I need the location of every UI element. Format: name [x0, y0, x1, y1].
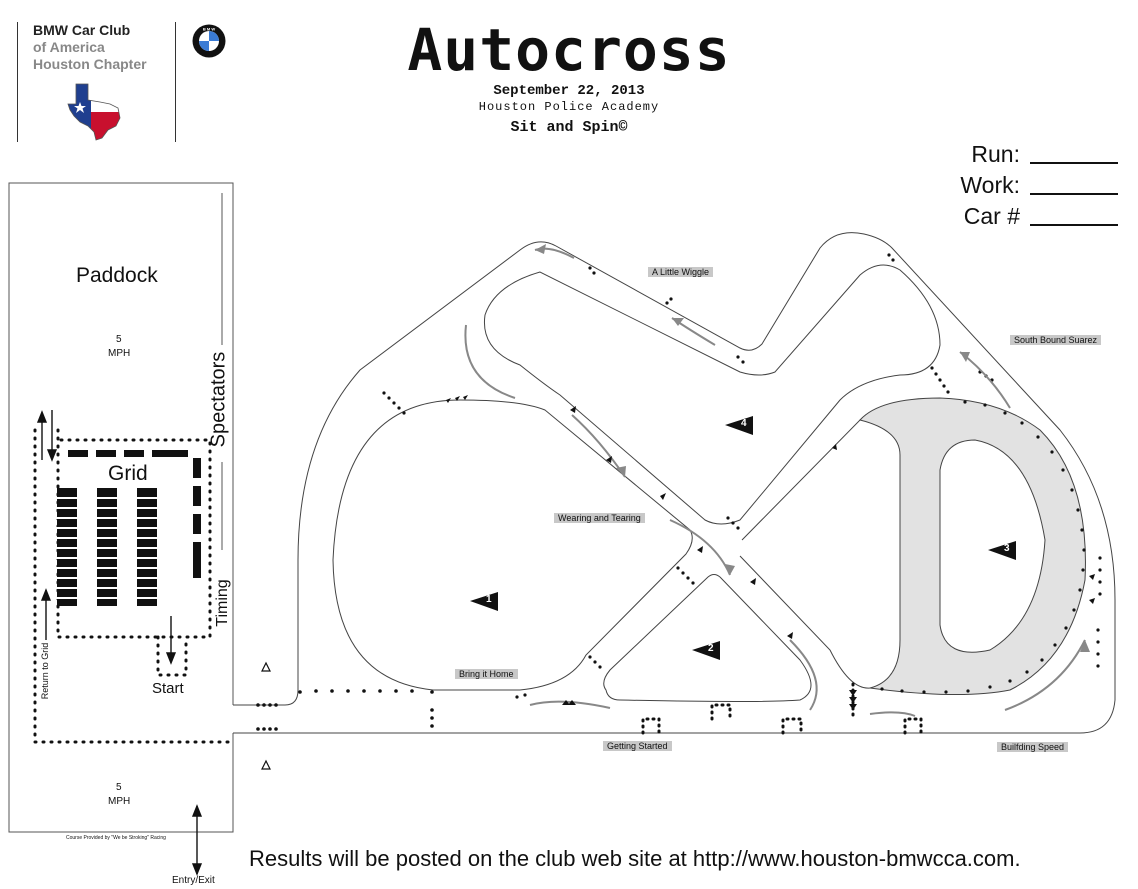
- paddock-outline: [8, 182, 234, 833]
- station-4-marker: [725, 416, 753, 435]
- start-label: Start: [152, 680, 184, 697]
- box-elements: [641, 682, 923, 735]
- results-footer: Results will be posted on the club web s…: [249, 846, 1021, 871]
- header-divider-left: [17, 22, 18, 142]
- skidpad-cones: [880, 400, 1086, 694]
- speed-limit-top-value: 5: [116, 334, 122, 345]
- title-block: Autocross September 22, 2013 Houston Pol…: [0, 18, 1138, 141]
- car-number-field: Car #: [918, 199, 1118, 230]
- run-blank: [1030, 161, 1118, 164]
- straight-cones: [256, 689, 434, 731]
- gate-cones: [382, 253, 1102, 699]
- club-name-line1: BMW Car Club: [33, 22, 131, 38]
- speed-limit-bottom-value: 5: [116, 782, 122, 793]
- speed-limit-top-unit: MPH: [108, 348, 131, 359]
- station-3-number: 3: [1004, 543, 1010, 554]
- section-label-bring-it-home: Bring it Home: [455, 669, 518, 679]
- speed-limit-bottom-unit: MPH: [108, 796, 131, 807]
- event-venue: Houston Police Academy: [478, 100, 660, 114]
- grid-label: Grid: [108, 462, 148, 485]
- work-field: Work:: [918, 168, 1118, 199]
- station-2-marker: [692, 641, 720, 660]
- texas-flag-logo: [67, 83, 121, 141]
- svg-text:B M W: B M W: [203, 27, 215, 32]
- page-title: Autocross: [407, 16, 731, 84]
- station-4-number: 4: [741, 418, 747, 429]
- section-label-wearing-and-tearing: Wearing and Tearing: [554, 513, 645, 523]
- run-label: Run:: [971, 141, 1020, 167]
- course-credit: Course Provided by "We be Stroking" Raci…: [66, 835, 166, 841]
- pointer-cones: [446, 395, 1095, 710]
- run-field: Run:: [918, 137, 1118, 168]
- station-3-marker: [988, 541, 1016, 560]
- club-name-line3: Houston Chapter: [33, 56, 147, 72]
- entry-exit-label: Entry/Exit: [172, 875, 215, 886]
- course-outer-boundary: [233, 232, 1116, 734]
- header-divider-right: [175, 22, 176, 142]
- grid-slots: [68, 450, 201, 578]
- work-label: Work:: [960, 172, 1020, 198]
- station-2-number: 2: [708, 643, 714, 654]
- skidpad-center: [939, 439, 1046, 653]
- section-label-getting-started: Getting Started: [603, 741, 672, 751]
- event-date: September 22, 2013: [493, 83, 645, 99]
- course-name: Sit and Spin©: [510, 119, 628, 136]
- spectators-label: Spectators: [207, 351, 230, 448]
- return-to-grid-label: Return to Grid: [40, 642, 50, 700]
- section-label-a-little-wiggle: A Little Wiggle: [648, 267, 714, 277]
- car-number-blank: [1030, 223, 1118, 226]
- station-1-number: 1: [486, 594, 492, 605]
- work-blank: [1030, 192, 1118, 195]
- run-sheet-fields: Run: Work: Car #: [918, 137, 1118, 230]
- paddock-arrows: [36, 410, 203, 876]
- bmw-logo: B M W: [192, 24, 226, 58]
- course-inner-boundary: [332, 264, 941, 702]
- section-label-south-bound-suarez: South Bound Suarez: [1010, 335, 1102, 345]
- flow-arrowheads: [535, 244, 1090, 652]
- station-1-marker: [470, 592, 498, 611]
- car-number-label: Car #: [963, 203, 1020, 229]
- timing-label: Timing: [214, 579, 231, 627]
- entry-cones: [261, 661, 271, 770]
- section-label-builfding-speed: Builfding Speed: [997, 742, 1069, 752]
- paddock-label: Paddock: [76, 264, 158, 287]
- club-name-line2: of America: [33, 39, 105, 55]
- club-name: BMW Car Club of America Houston Chapter: [33, 22, 147, 73]
